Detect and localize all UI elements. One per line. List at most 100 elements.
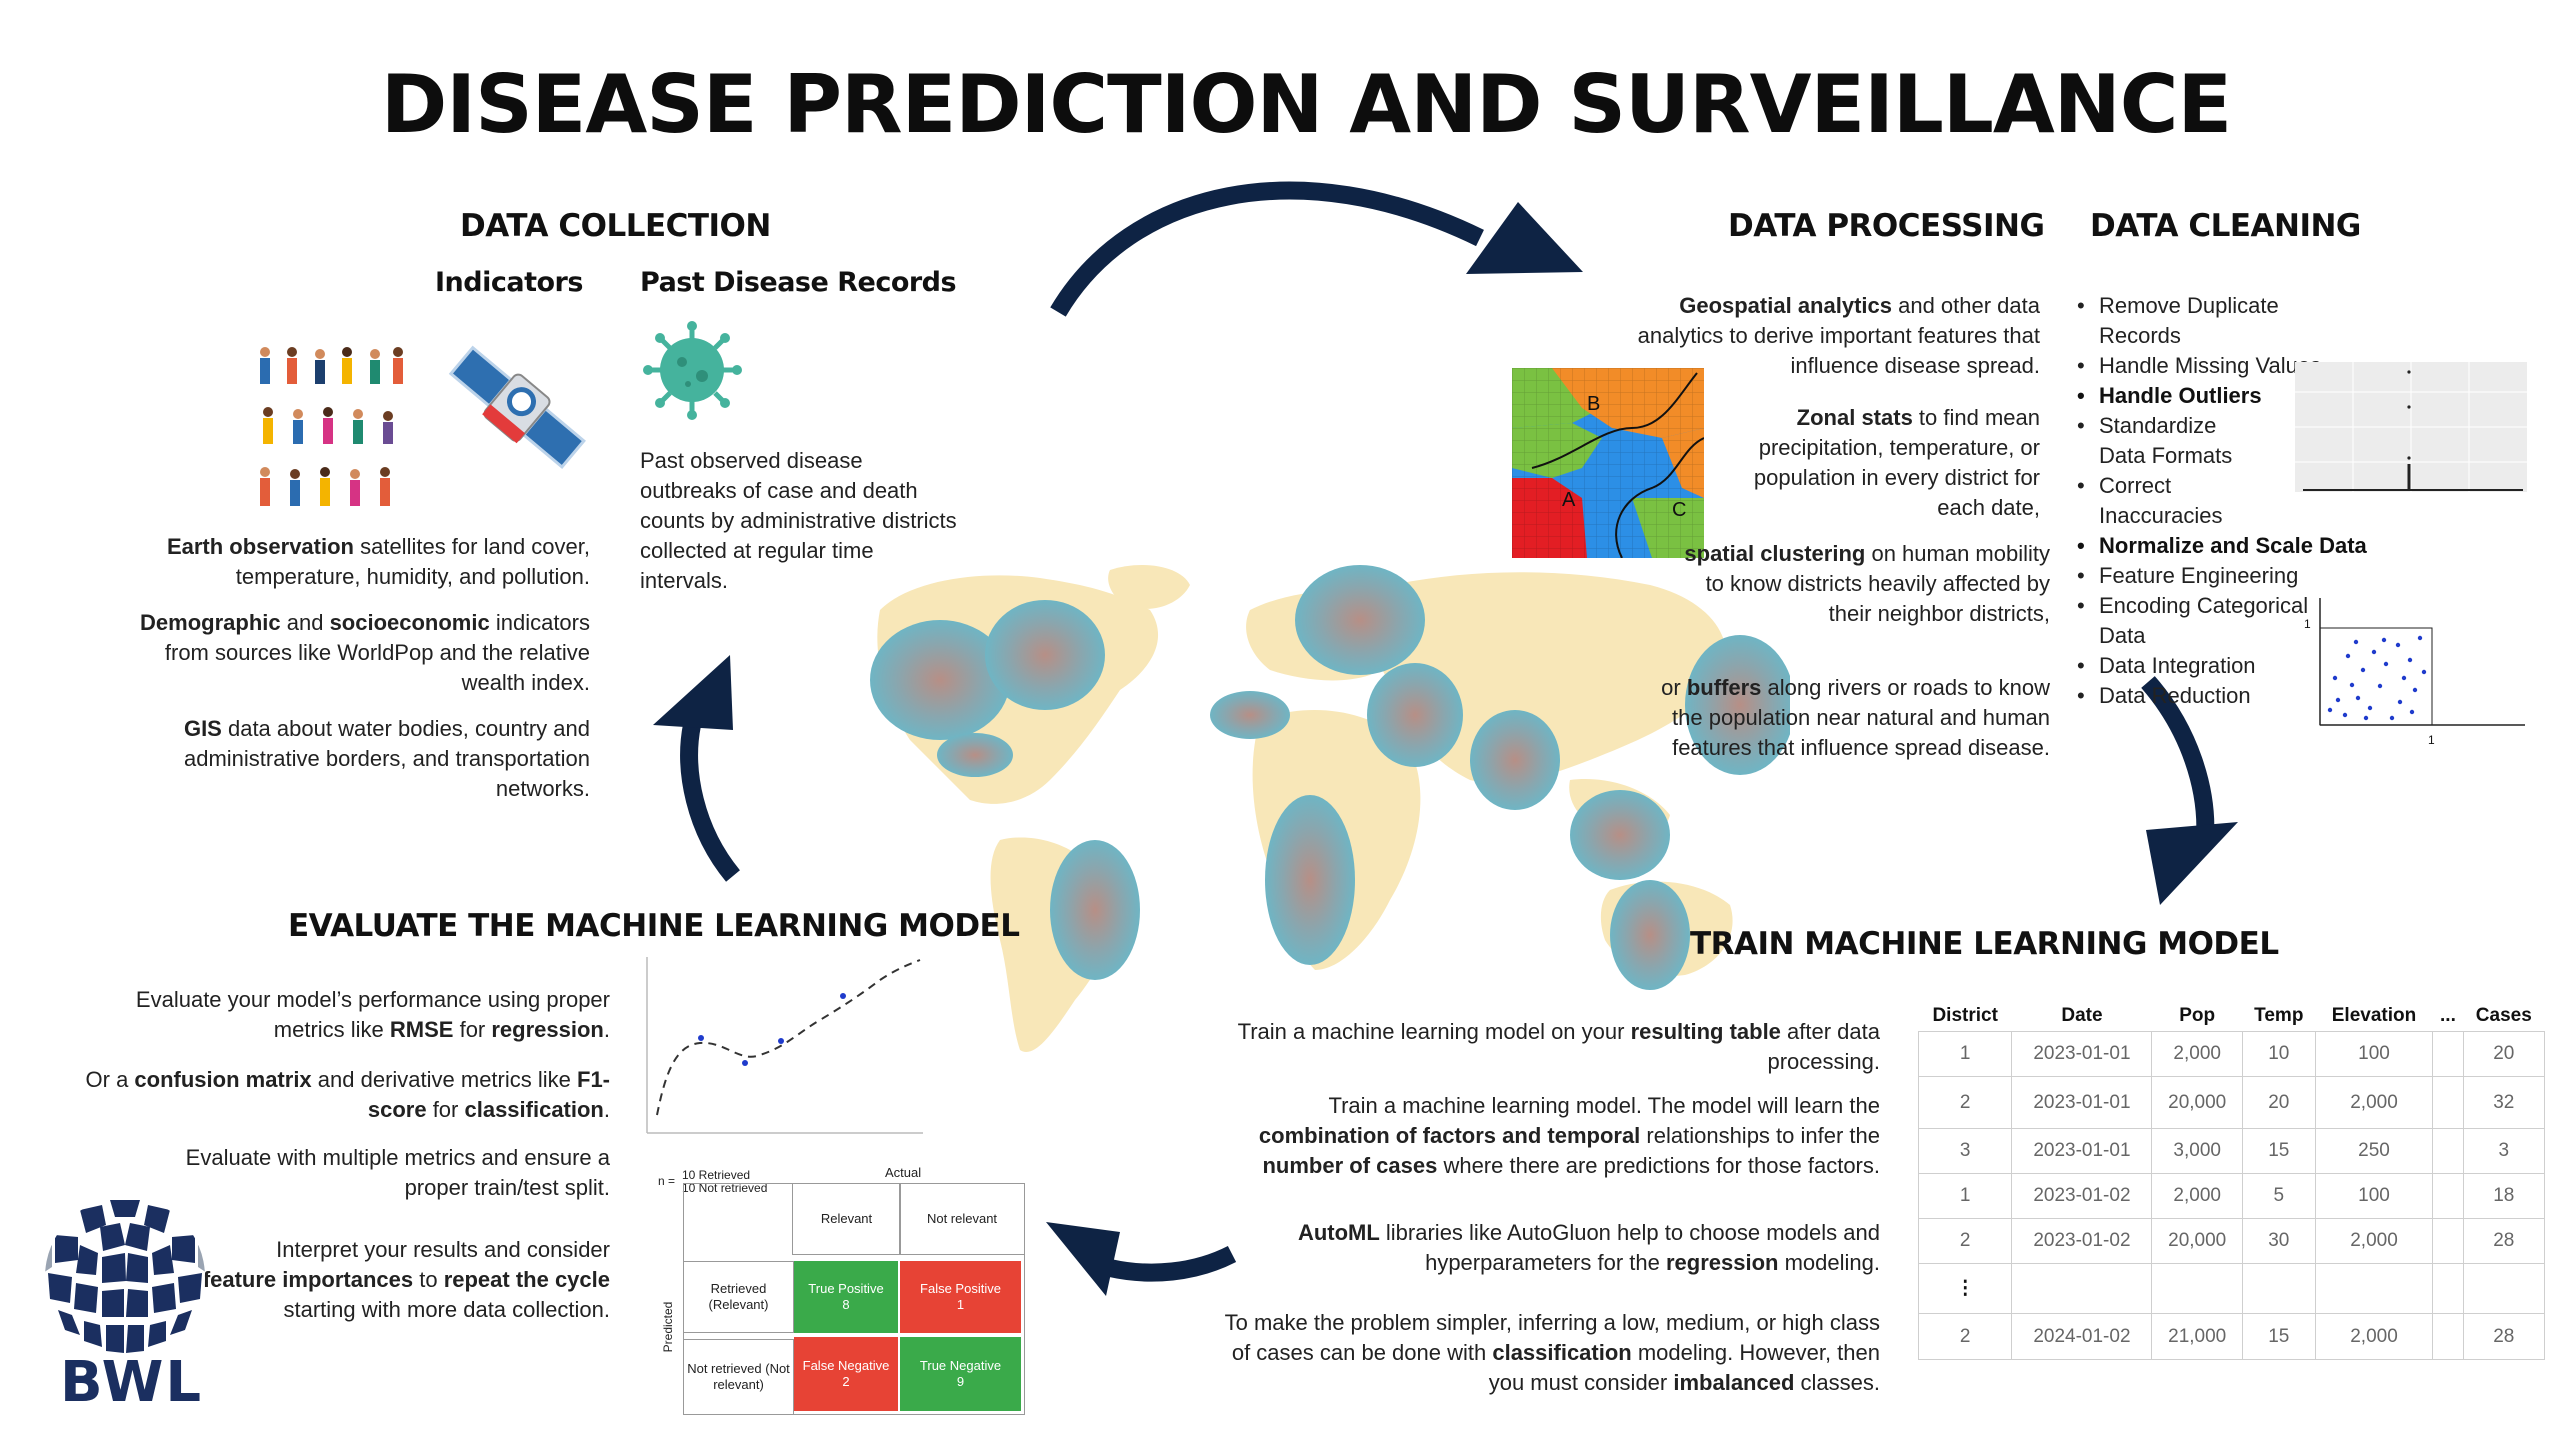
blob-central-america	[937, 733, 1013, 777]
table-cell: 2	[1917, 1076, 2013, 1129]
table-cell	[2011, 1263, 2153, 1314]
table-cell: 20,000	[2151, 1218, 2243, 1264]
train-text-4: To make the problem simpler, inferring a…	[1224, 1310, 1880, 1395]
cleaning-item: Data Integration	[2075, 651, 2335, 681]
greenland	[1108, 565, 1190, 609]
blob-north-america-1	[870, 620, 1010, 740]
cleaning-item: Data Reduction	[2075, 681, 2335, 711]
past-disease-records-label: Past Disease Records	[640, 267, 957, 298]
cm-col-relevant: Relevant	[792, 1183, 901, 1255]
earth-observation-text: Earth observation satellites for land co…	[166, 534, 590, 589]
table-cell: 1	[1917, 1031, 2013, 1077]
table-cell: 2023-01-02	[2011, 1218, 2153, 1264]
table-cell: 3,000	[2151, 1128, 2243, 1174]
cm-n-line1: 10 Retrieved	[682, 1168, 751, 1182]
world-map	[870, 565, 1790, 1052]
train-text-2: Train a machine learning model. The mode…	[1258, 1093, 1880, 1178]
table-header: Pop	[2179, 1005, 2216, 1026]
cleaning-item: Handle Outliers	[2075, 381, 2335, 411]
table-header: District	[1932, 1005, 1998, 1026]
blob-europe	[1295, 565, 1425, 675]
table-cell: 2023-01-01	[2011, 1031, 2153, 1077]
blob-central-africa	[1265, 795, 1355, 965]
blob-south-america	[1050, 840, 1140, 980]
table-cell: 3	[2462, 1128, 2546, 1174]
table-cell: 2,000	[2314, 1076, 2434, 1129]
scatter-x-tick: 1	[2428, 733, 2435, 747]
table-cell: 15	[2241, 1128, 2316, 1174]
arrowhead-down	[2146, 822, 2238, 905]
table-cell	[2432, 1076, 2464, 1129]
table-cell	[2432, 1263, 2464, 1314]
arrowhead-left	[1046, 1222, 1120, 1296]
table-cell: 10	[2241, 1031, 2316, 1077]
table-cell: 5	[2241, 1173, 2316, 1219]
normalized-scatter: 1 1	[2304, 598, 2525, 747]
zone-label-a: A	[1562, 489, 1576, 511]
demographic-text: Demographic and socioeconomic indicators…	[140, 610, 590, 695]
regression-fit-plot	[646, 957, 923, 1134]
blob-north-america-2	[985, 600, 1105, 710]
table-cell: 3	[1917, 1128, 2013, 1174]
zone-label-c: C	[1672, 499, 1686, 521]
table-cell	[2432, 1128, 2464, 1174]
table-cell	[2432, 1173, 2464, 1219]
cleaning-list: Remove Duplicate Records Handle Missing …	[2075, 291, 2367, 711]
table-cell: 2,000	[2314, 1313, 2434, 1360]
table-cell	[2462, 1263, 2546, 1314]
table-cell	[2314, 1263, 2434, 1314]
table-cell: 20	[2241, 1076, 2316, 1129]
table-cell	[2432, 1313, 2464, 1360]
gis-text: GIS data about water bodies, country and…	[183, 716, 590, 801]
table-cell: 20,000	[2151, 1076, 2243, 1129]
blob-middle-east	[1367, 663, 1463, 767]
arrow-train-to-evaluate	[1108, 1245, 1237, 1282]
arrow-collection-to-processing	[1050, 181, 1484, 317]
table-cell: 2024-01-02	[2011, 1313, 2153, 1360]
cm-actual-label: Actual	[885, 1165, 922, 1180]
table-cell: 28	[2462, 1313, 2546, 1360]
table-row: ⋮	[1917, 1263, 2546, 1314]
table-cell	[2432, 1218, 2464, 1264]
evaluate-text-1: Evaluate your model’s performance using …	[135, 987, 610, 1042]
scatter-y-tick: 1	[2304, 617, 2311, 631]
table-header-row: District Date Pop Temp Elevation ... Cas…	[1919, 1005, 2545, 1032]
blob-east-asia	[1685, 635, 1790, 775]
blob-se-asia	[1570, 790, 1670, 880]
cleaning-item: Correct Inaccuracies	[2075, 471, 2259, 531]
outlier-plot	[2295, 362, 2527, 492]
people-illustration	[260, 347, 403, 506]
spatial-clustering-text: spatial clustering on human mobility to …	[1684, 541, 2050, 626]
table-header: Date	[2061, 1005, 2103, 1026]
cleaning-item: Feature Engineering	[2075, 561, 2335, 591]
table-cell: 2	[1917, 1218, 2013, 1264]
bwl-logo-text: BWL	[60, 1350, 204, 1415]
table-cell: 100	[2314, 1031, 2434, 1077]
evaluate-text-2: Or a confusion matrix and derivative met…	[85, 1067, 610, 1122]
satellite-icon	[448, 345, 586, 470]
virus-icon	[643, 321, 742, 420]
confusion-matrix: n = 10 Retrieved 10 Not retrieved Actual…	[655, 1165, 1025, 1415]
cleaning-item: Handle Missing Values	[2075, 351, 2335, 381]
page-title: DISEASE PREDICTION AND SURVEILLANCE	[380, 58, 2232, 151]
table-cell: 32	[2462, 1076, 2546, 1129]
data-processing-heading: DATA PROCESSING	[1728, 208, 2045, 244]
table-cell	[2151, 1263, 2243, 1314]
cm-row-not-retrieved: Not retrieved (Not relevant)	[683, 1339, 794, 1415]
arrowhead-up	[653, 655, 733, 730]
cm-n-label: n =	[658, 1174, 676, 1188]
indicators-label: Indicators	[435, 267, 583, 298]
table-cell: 2023-01-01	[2011, 1128, 2153, 1174]
table-cell	[2241, 1263, 2316, 1314]
cm-n-values: 10 Retrieved 10 Not retrieved	[682, 1169, 767, 1195]
cleaning-item: Standardize Data Formats	[2075, 411, 2259, 471]
zone-label-b: B	[1587, 393, 1600, 415]
